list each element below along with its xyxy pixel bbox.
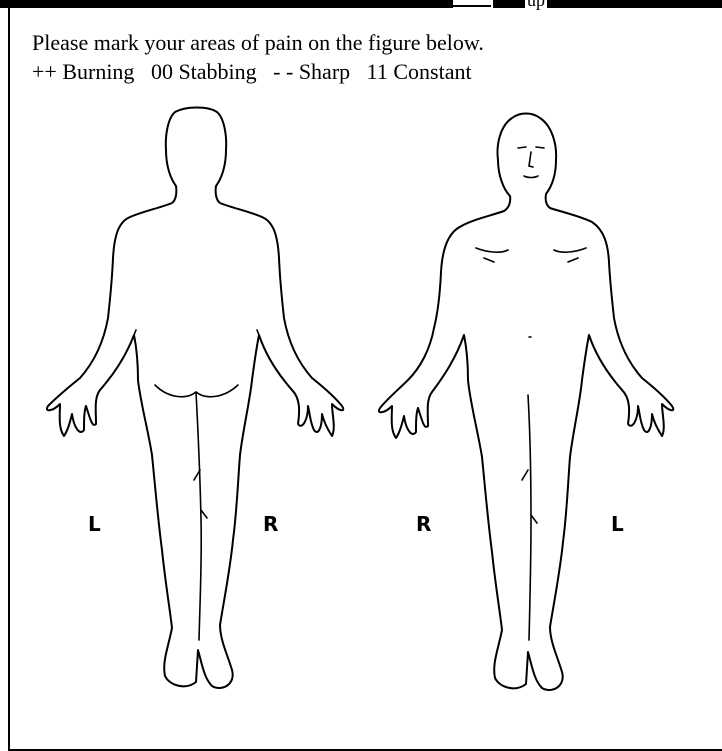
back-left-side-label: L — [88, 512, 101, 536]
front-left-side-label: R — [416, 512, 431, 536]
front-view-figure[interactable]: R L — [379, 114, 673, 691]
front-right-side-label: L — [611, 512, 624, 536]
back-right-side-label: R — [263, 512, 278, 536]
back-view-figure[interactable]: L R — [47, 108, 343, 689]
